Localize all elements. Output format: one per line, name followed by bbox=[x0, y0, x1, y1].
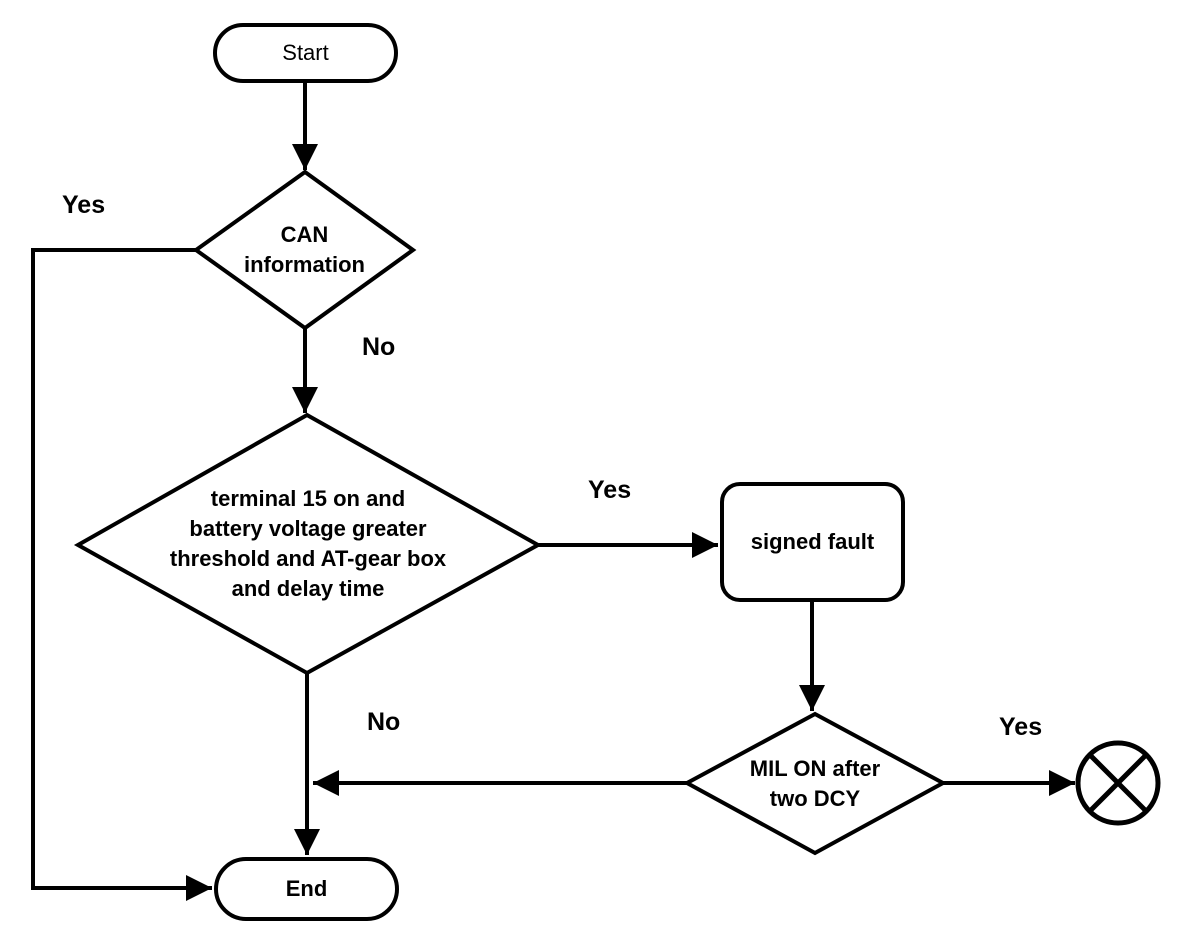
mil-on-decision-shape bbox=[682, 711, 948, 856]
edge-can-yes-to-end bbox=[31, 248, 212, 901]
terminal-check-decision-shape bbox=[73, 412, 543, 676]
crossed-circle-diagonal-2 bbox=[1088, 753, 1148, 813]
start-terminator-shape bbox=[213, 23, 398, 83]
signed-fault-process-shape bbox=[720, 482, 905, 602]
can-information-decision-shape bbox=[192, 169, 417, 331]
end-terminator-shape bbox=[214, 857, 399, 921]
crossed-circle-icon bbox=[1075, 740, 1161, 826]
